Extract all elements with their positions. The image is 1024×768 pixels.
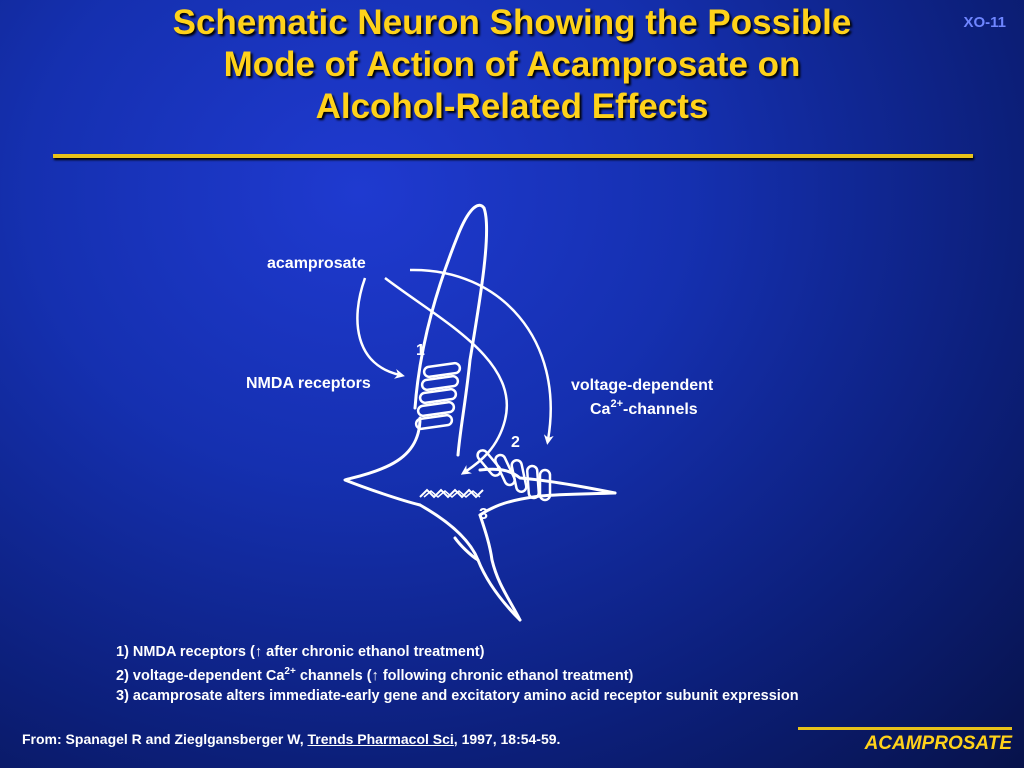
title-underline [53, 154, 973, 158]
gene-expression-wave-2 [423, 490, 481, 498]
legend-item-2-sup: 2+ [284, 666, 296, 677]
source-citation: From: Spanagel R and Zieglgansberger W, … [22, 731, 560, 747]
arrow-to-nmda [356, 277, 405, 379]
soma-lower-right [478, 491, 617, 517]
vdcc-channels: -channels [623, 401, 698, 418]
vdcc-ca: Ca [590, 401, 611, 418]
acamprosate-label: acamprosate [267, 255, 366, 272]
title-line-2: Mode of Action of Acamprosate on [223, 45, 801, 84]
title-line-3: Alcohol-Related Effects [315, 87, 709, 126]
arrow-to-nucleus [384, 277, 509, 475]
legend: 1) NMDA receptors (↑ after chronic ethan… [116, 642, 799, 706]
legend-item-1: 1) NMDA receptors (↑ after chronic ethan… [116, 644, 485, 660]
arrow-to-calcium-channels [409, 268, 554, 445]
ca-channel-subunit [538, 468, 552, 502]
footer-rule [798, 727, 1012, 730]
axon-left [418, 503, 522, 622]
source-suffix: , 1997, 18:54-59. [453, 731, 561, 747]
legend-item-2: 2) voltage-dependent Ca2+ channels (↑ fo… [116, 662, 799, 686]
ca-channel-subunit [494, 453, 516, 487]
slide-code: XO-11 [963, 14, 1006, 31]
soma-bottom-spike [453, 536, 480, 562]
legend-item-2-pre: 2) voltage-dependent Ca [116, 667, 285, 684]
soma-right [478, 467, 617, 495]
gene-expression-wave [419, 488, 484, 499]
legend-item-2-post: channels (↑ following chronic ethanol tr… [295, 667, 634, 684]
nmda-subunit [420, 374, 460, 392]
dendrite-right-edge [456, 206, 489, 457]
ca-channel-subunit [476, 449, 502, 477]
ca-channel-subunit [510, 458, 528, 494]
axon-right [478, 513, 522, 622]
dendrite-left-edge [413, 203, 486, 410]
legend-item-3: 3) acamprosate alters immediate-early ge… [116, 687, 799, 704]
source-prefix: From: Spanagel R and Zieglgansberger W, [22, 731, 308, 747]
nmda-subunit [418, 387, 458, 405]
action-arrows [356, 268, 554, 475]
nmda-receptors-label: NMDA receptors [246, 375, 371, 392]
marker-2: 2 [511, 434, 520, 451]
soma-left-upper [343, 416, 422, 507]
vdcc-superscript: 2+ [610, 398, 623, 410]
nmda-receptor-cluster [414, 361, 462, 431]
vdcc-label-line1: voltage-dependent [571, 377, 714, 394]
marker-1: 1 [416, 342, 425, 359]
source-journal: Trends Pharmacol Sci [307, 731, 454, 747]
nmda-subunit [414, 413, 454, 431]
nmda-subunit [422, 361, 462, 379]
nmda-subunit [416, 400, 456, 418]
title-line-1: Schematic Neuron Showing the Possible [172, 3, 852, 42]
footer-label: ACAMPROSATE [864, 733, 1012, 754]
calcium-channel-cluster [476, 449, 552, 502]
slide-title: Schematic Neuron Showing the Possible Mo… [0, 2, 1024, 128]
vdcc-label-line2: Ca2+-channels [590, 398, 698, 418]
marker-3: 3 [479, 506, 488, 523]
ca-channel-subunit [525, 464, 541, 500]
neuron-outline [343, 203, 617, 622]
